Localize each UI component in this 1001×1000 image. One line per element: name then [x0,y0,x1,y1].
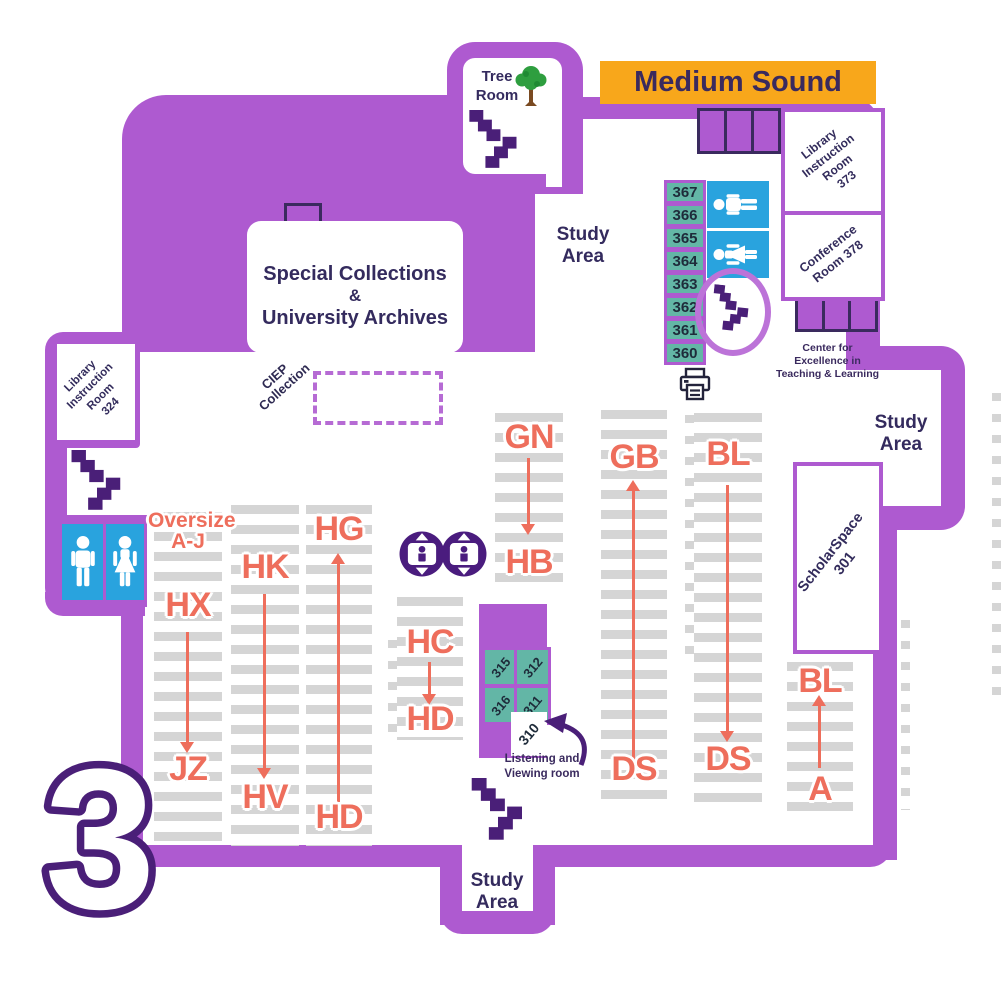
banner-label: Medium Sound [634,66,842,98]
stack-label-jz: JZ [169,750,208,788]
direction-arrow-icon [257,594,271,779]
study-carrel-doors [697,108,781,154]
direction-arrow-icon [331,553,345,802]
restroom-women-icon [113,536,137,587]
stack-label-gn: GN [504,418,555,456]
room-366: 366 [664,203,706,227]
study-area-top: Study Area [556,224,610,267]
stack-label-a: A [808,770,833,808]
room-367: 367 [664,180,706,204]
svg-text:3: 3 [44,740,155,950]
elevator-icon [441,531,487,577]
direction-arrow-icon [720,485,734,742]
floor-number: 3 [37,740,163,950]
stack-label-gb: GB [609,438,660,476]
room-360: 360 [664,341,706,365]
listening-viewing-label: Listening and Viewing room [504,753,580,780]
stairs-icon [713,284,749,331]
wall-left-lower [121,598,143,860]
study-area-right: Study Area [874,412,928,455]
library-instruction-room-324: Library Instruction Room 324 [57,344,135,440]
medium-sound-banner: Medium Sound [600,61,876,104]
ciep-dashed-area [313,371,443,425]
tree-room-label: Tree Room [475,68,519,104]
scholarspace-label: ScholarSpace 301 [794,509,867,596]
stack-label-hk: HK [241,548,289,586]
direction-arrow-icon [422,662,436,705]
restroom-men-icon [713,191,764,218]
restroom-women-top [707,231,769,278]
restroom-men-top [707,181,769,228]
elevator-icon [399,531,445,577]
stack-label-ds: DS [611,750,657,788]
stack-label-hx: HX [165,586,211,624]
stairs-icon [469,110,517,168]
direction-arrow-icon [180,632,194,753]
room-312: 312 [514,647,551,687]
oversize-label: Oversize A-J [148,509,236,553]
restroom-men [62,524,103,600]
special-collections-room [247,221,463,353]
shelf-dashes [388,640,397,740]
tree-icon [515,66,547,106]
spiral-stairs-icon [695,268,771,356]
room-378-label: Conference Room 378 [796,222,866,286]
stairs-icon [71,450,121,510]
shelf-dashes [685,415,694,663]
room-364: 364 [664,249,706,273]
stack-label-hv: HV [242,778,288,816]
stack-label-ds2: DS [705,740,751,778]
scholarspace-301: ScholarSpace 301 [793,462,883,654]
stack-label-bl2: BL [798,662,842,700]
stack-label-bl: BL [706,435,750,473]
restroom-women-icon [713,241,764,268]
restroom-women [106,524,144,600]
notch-interior [462,843,533,911]
direction-arrow-icon [626,480,640,770]
wall-notch-right [533,845,555,925]
printer-icon [679,367,711,401]
room-324-label: Library Instruction Room 324 [62,358,123,419]
stack-label-hc: HC [406,623,454,661]
room-365: 365 [664,226,706,250]
stack-label-hb: HB [505,543,553,581]
direction-arrow-icon [521,458,535,535]
stack-label-hg: HG [314,510,365,548]
study-area-bottom: Study Area [470,870,524,913]
cetl-label: Center for Excellence in Teaching & Lear… [775,342,880,381]
wall-notch-left [440,845,462,925]
rooms-360-367: 367 366 365 364 363 362 361 360 [664,180,706,365]
library-instruction-room-373: Library Instruction Room 373 [781,108,885,216]
stairs-icon [471,778,522,840]
room-310: 310 [511,712,547,756]
curved-arrow-icon [544,713,587,766]
stack-label-hd2: HD [406,700,454,738]
restroom-men-icon [70,536,95,587]
conference-room-378: Conference Room 378 [781,211,885,301]
direction-arrow-icon [812,695,826,768]
room-373-label: Library Instruction Room 373 [798,125,859,192]
stack-label-hd: HD [315,798,363,836]
wall-notch-bottom [440,908,555,934]
ciep-collection-label: CIEP Collection [255,360,313,414]
special-collections-label: Special Collections & University Archive… [261,263,448,330]
shelf-dashes [901,620,910,810]
shelf-dashes [992,393,1001,703]
